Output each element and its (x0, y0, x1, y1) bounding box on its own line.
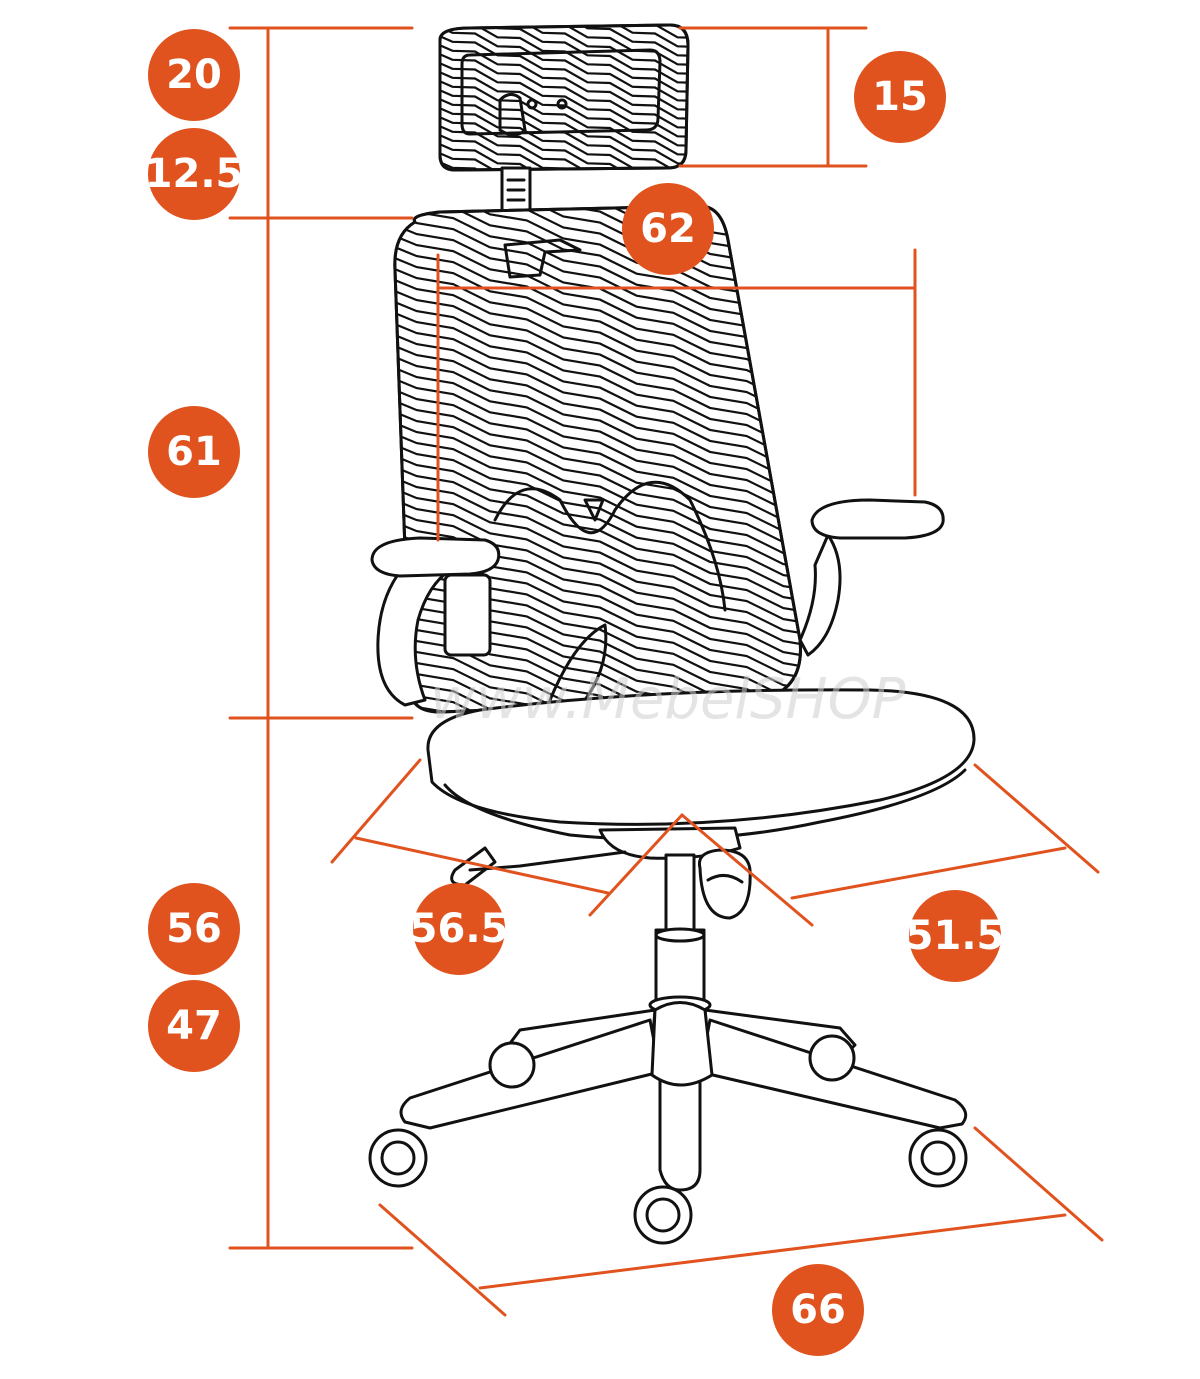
mesh-line (394, 382, 801, 528)
mesh-line (394, 426, 801, 572)
mesh-line (394, 492, 801, 638)
mesh-line (394, 305, 801, 451)
mesh-line (394, 327, 801, 473)
svg-text:15: 15 (872, 74, 928, 120)
headrest (438, 23, 690, 172)
mesh-line (394, 679, 801, 712)
mesh-line (440, 111, 688, 170)
svg-text:66: 66 (790, 1287, 846, 1333)
base-tick-left (378, 1203, 507, 1317)
casters (368, 1034, 968, 1245)
seat-width-line (790, 846, 1067, 900)
seat-depth-tick-left (330, 758, 422, 864)
mesh-line (394, 657, 801, 712)
mesh-line (440, 30, 688, 112)
mesh-line (394, 294, 801, 440)
mesh-line (394, 272, 801, 418)
base-tick-right (973, 1126, 1104, 1242)
mesh-line (440, 147, 688, 170)
badge-headrest-width: 15 (854, 51, 946, 143)
svg-text:56: 56 (166, 906, 222, 952)
badge-seat-height-min: 47 (148, 980, 240, 1072)
mesh-line (394, 448, 801, 594)
headrest-post (500, 166, 532, 214)
badge-back-height: 61 (148, 406, 240, 498)
seat-depth-tick-front (588, 813, 684, 917)
badge-base-diameter: 66 (772, 1264, 864, 1356)
badge-seat-depth: 56.5 (410, 883, 509, 975)
mesh-line (394, 514, 801, 660)
mesh-line (440, 138, 688, 170)
mesh-line (394, 393, 801, 539)
base-width-line (478, 1213, 1067, 1290)
mesh-line (440, 25, 688, 58)
mesh-line (440, 25, 688, 103)
mesh-line (440, 25, 688, 49)
chair-illustration: www.MebelSHOP (368, 23, 976, 1245)
mesh-line (440, 25, 688, 76)
mesh-line (394, 338, 801, 484)
mesh-line (394, 239, 801, 385)
badge-headrest-height: 20 (148, 29, 240, 121)
mesh-line (394, 415, 801, 561)
mesh-line (394, 349, 801, 495)
svg-text:62: 62 (640, 206, 696, 252)
svg-text:12.5: 12.5 (145, 151, 244, 197)
tilt-mechanism (450, 826, 752, 920)
mesh-line (394, 360, 801, 506)
mesh-line (440, 48, 688, 130)
seat-width-tick-front (680, 813, 814, 927)
five-star-base (399, 1001, 968, 1192)
badge-back-width: 62 (622, 183, 714, 275)
dimension-lines (228, 26, 1104, 1317)
mesh-line (394, 668, 801, 712)
seat-depth-line (354, 836, 610, 895)
mesh-line (394, 250, 801, 396)
mesh-line (394, 470, 801, 616)
watermark: www.MebelSHOP (430, 667, 906, 732)
mesh-line (394, 481, 801, 627)
left-armrest (370, 536, 501, 707)
mesh-line (394, 261, 801, 407)
svg-text:61: 61 (166, 429, 222, 475)
mesh-line (440, 25, 688, 85)
right-armrest (798, 498, 945, 657)
mesh-line (440, 84, 688, 166)
svg-text:51.5: 51.5 (906, 913, 1005, 959)
mesh-line (394, 646, 801, 712)
badge-seat-width: 51.5 (906, 890, 1005, 982)
mesh-line (440, 39, 688, 121)
mesh-line (440, 75, 688, 157)
badge-headrest-adjust: 12.5 (145, 128, 244, 220)
svg-text:47: 47 (166, 1003, 222, 1049)
mesh-line (394, 503, 801, 649)
mesh-line (394, 371, 801, 517)
mesh-line (394, 283, 801, 429)
mesh-line (440, 57, 688, 139)
svg-text:20: 20 (166, 52, 222, 98)
svg-text:56.5: 56.5 (410, 906, 509, 952)
seat-width-tick-right (973, 763, 1100, 874)
mesh-line (394, 404, 801, 550)
badge-seat-height-max: 56 (148, 883, 240, 975)
mesh-line (394, 316, 801, 462)
